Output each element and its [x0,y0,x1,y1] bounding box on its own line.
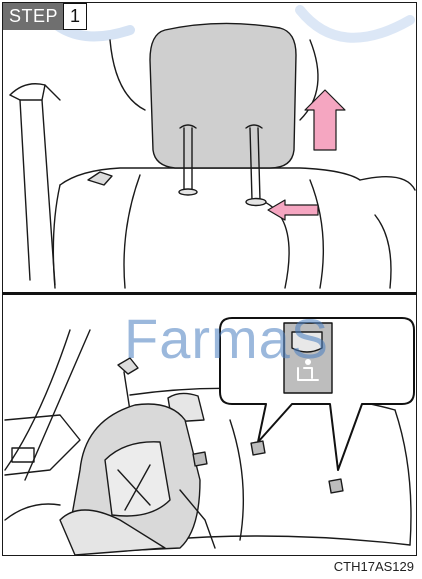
adjacent-seat-edge [375,215,391,288]
belt-guide [10,85,45,100]
anchor-cover [292,332,322,352]
belt-anchor [118,358,138,374]
stay-sleeve-left [179,189,197,195]
stay-sleeve-right [246,199,266,206]
body-curve [110,40,145,110]
child-seat-pad [105,442,170,516]
seat-belt-left-edge [20,100,30,280]
seat-back-left [53,185,60,288]
seat-seam-left [124,175,140,288]
rear-seat-right [395,410,411,545]
up-arrow-icon [305,90,345,150]
top-panel [10,8,415,288]
step-number: 1 [63,3,87,30]
step-badge: STEP 1 [3,3,87,30]
door-armrest [5,504,60,520]
seat-cushion-edge [160,536,410,545]
push-arrow-icon [268,200,318,220]
door-panel [5,415,80,475]
seat-seam-right [310,180,323,288]
step-label: STEP [3,3,63,30]
headrest [150,23,296,168]
seat-belt-top [10,84,60,100]
rear-seat-seam [230,420,243,540]
pillar-line-2 [25,330,90,480]
adjacent-seat [360,177,415,190]
panel-divider [2,292,417,295]
seat-hook [88,172,112,185]
bottom-panel [5,318,414,555]
watermark-arc [300,10,410,38]
tether-anchor-center [251,441,265,455]
tether-anchor-right [329,479,343,493]
figure-code: CTH17AS129 [334,559,414,574]
tether-anchor-left [193,452,207,466]
